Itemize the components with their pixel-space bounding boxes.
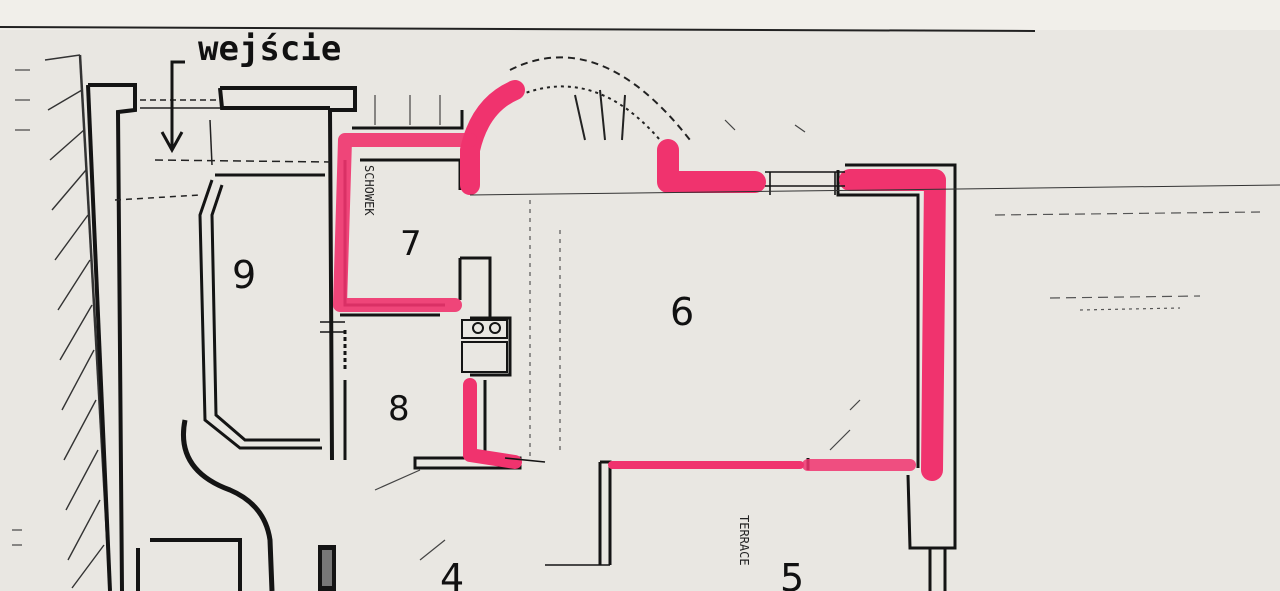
room-number-7: 7 — [400, 224, 422, 264]
reference-line — [469, 184, 1280, 196]
openings — [320, 171, 845, 566]
staircase — [509, 56, 691, 141]
exterior-walls — [86, 83, 357, 591]
fixtures — [461, 319, 508, 373]
room-5-note: TERRACE — [737, 515, 751, 566]
entrance-arrow-icon — [160, 60, 185, 154]
curved-line — [181, 419, 275, 591]
room-9-walls — [198, 173, 325, 450]
interior-walls — [340, 163, 957, 591]
room-number-9: 9 — [232, 253, 256, 297]
room-number-4: 4 — [440, 556, 464, 591]
dimension-lines — [529, 200, 1261, 460]
highlighted-walls — [333, 80, 946, 481]
room-number-6: 6 — [670, 290, 694, 334]
paper-top-band — [0, 0, 1280, 30]
room-7-note: SCHOWEK — [362, 165, 376, 216]
entrance-label: wejście — [198, 29, 341, 69]
room-number-5: 5 — [780, 556, 804, 591]
entrance-corridor — [114, 99, 331, 201]
dimension-marks — [12, 69, 861, 561]
top-border-line — [0, 26, 1036, 32]
room-number-8: 8 — [388, 389, 410, 429]
